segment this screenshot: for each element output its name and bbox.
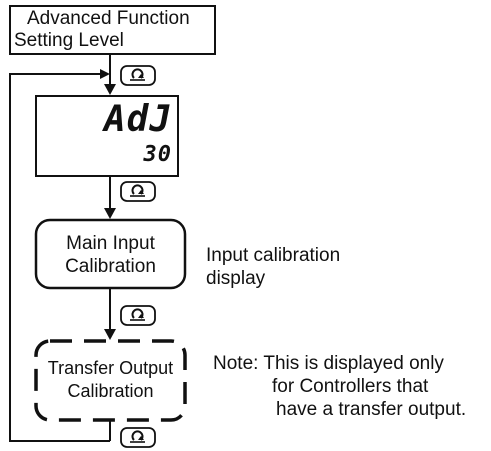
mode-key-icon [120,427,156,448]
return-loop-line [9,73,110,442]
mode-key-icon [120,305,156,326]
loop-arrowhead [100,69,110,79]
transfer-output-line1: Transfer Output [47,358,174,378]
main-input-line2: Calibration [65,256,156,277]
display-bottom-value: 30 [143,142,172,167]
main-input-note-line1: Input calibration [206,245,341,266]
transfer-note-line3: have a transfer output. [276,399,467,420]
transfer-note-line1: Note: This is displayed only [213,353,444,374]
level-box [9,5,216,55]
transfer-output-line2: Calibration [67,381,154,401]
level-box-line2: Setting Level [14,30,124,51]
transfer-note-line2: for Controllers that [272,376,429,397]
level-box-line1: Advanced Function [27,8,190,29]
display-box [35,95,179,177]
mode-key-icon [120,181,156,202]
main-input-line1: Main Input [66,233,155,254]
main-input-note-line2: display [206,268,266,289]
display-top-value: AdJ [103,99,172,140]
mode-key-icon [120,65,156,86]
